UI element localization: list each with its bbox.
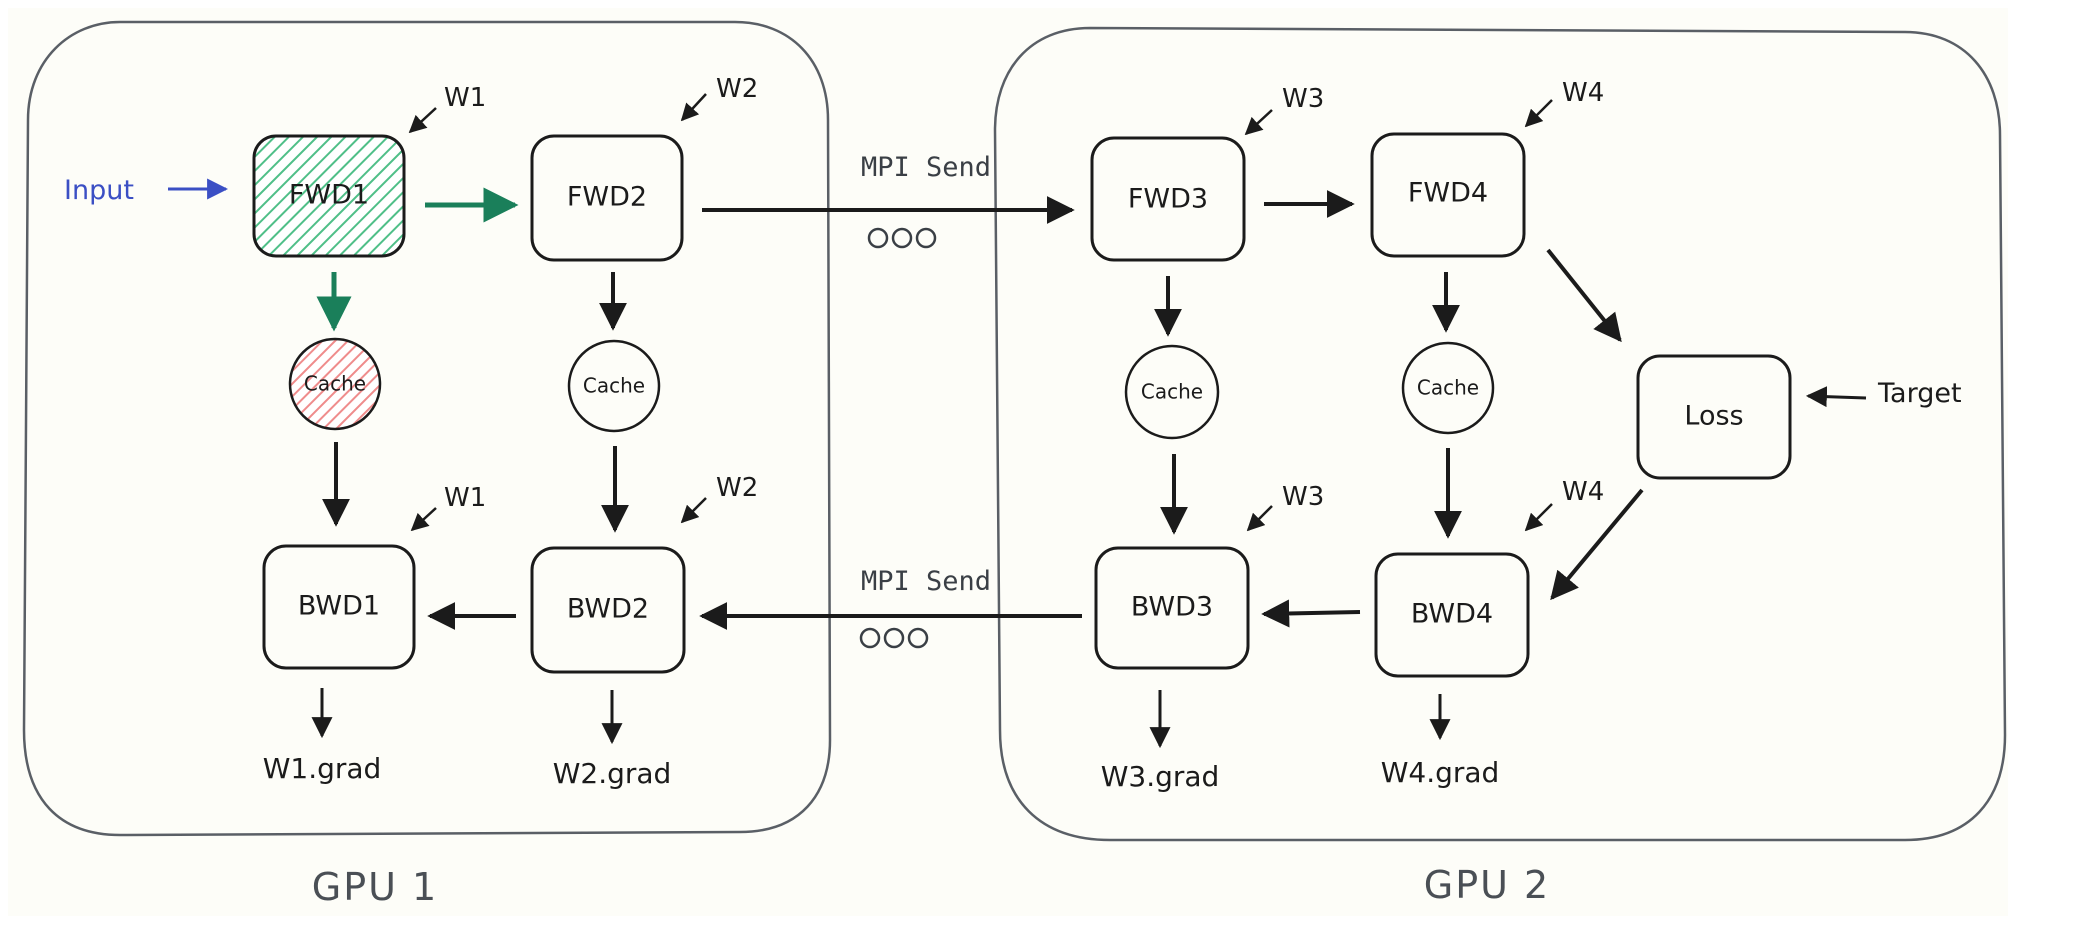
fwd2-node: FWD2: [530, 134, 684, 262]
w1-fwd-pointer: [408, 107, 437, 134]
loss-label: Loss: [1684, 401, 1743, 432]
bwd1-label: BWD1: [298, 591, 380, 622]
mpi-send-forward-label: MPI Send: [861, 152, 991, 183]
ellipsis-icon: [859, 627, 929, 649]
w3-grad-label: W3.grad: [1101, 760, 1220, 793]
bwd3-label: BWD3: [1131, 592, 1213, 623]
bwd3-node: BWD3: [1094, 546, 1250, 670]
w4-grad-label: W4.grad: [1381, 756, 1500, 789]
w1-fwd-label: W1: [444, 83, 486, 113]
fwd4-label: FWD4: [1408, 178, 1488, 209]
target-to-loss-arrow: [1805, 386, 1867, 408]
cache-2-label: Cache: [583, 374, 645, 398]
cache-4: Cache: [1401, 341, 1495, 435]
target-label: Target: [1877, 378, 1962, 409]
w4-fwd-label: W4: [1562, 78, 1604, 108]
bwd2-node: BWD2: [530, 546, 686, 674]
cache-3: Cache: [1124, 344, 1220, 440]
w3-bwd-pointer: [1246, 505, 1273, 532]
w2-grad-label: W2.grad: [553, 757, 672, 790]
fwd1-node: FWD1: [252, 134, 406, 258]
fwd4-node: FWD4: [1370, 132, 1526, 258]
cache-1-label: Cache: [304, 372, 366, 396]
fwd3-label: FWD3: [1128, 184, 1208, 215]
w4-fwd-pointer: [1524, 99, 1553, 128]
gpu1-label: GPU 1: [312, 865, 438, 909]
w2-bwd-label: W2: [716, 473, 758, 503]
w4-bwd-pointer: [1524, 503, 1553, 532]
w4-bwd-label: W4: [1562, 477, 1604, 507]
w1-grad-label: W1.grad: [263, 752, 382, 785]
ellipsis-icon: [867, 227, 937, 249]
mpi-send-backward-label: MPI Send: [861, 566, 991, 597]
gpu1-panel: [22, 20, 832, 837]
bwd2-label: BWD2: [567, 594, 649, 625]
cache-4-label: Cache: [1417, 376, 1479, 400]
fwd4-to-loss-arrow: [1546, 248, 1622, 343]
w1-bwd-pointer: [410, 507, 437, 532]
loss-node: Loss: [1636, 354, 1792, 480]
w3-fwd-pointer: [1244, 109, 1273, 136]
w3-bwd-label: W3: [1282, 482, 1324, 512]
w2-bwd-pointer: [680, 497, 707, 524]
w1-bwd-label: W1: [444, 483, 486, 513]
fwd3-node: FWD3: [1090, 136, 1246, 262]
w3-fwd-label: W3: [1282, 84, 1324, 114]
bwd4-to-bwd3-arrow: [1261, 599, 1361, 628]
input-label: Input: [64, 175, 134, 206]
bwd4-label: BWD4: [1411, 599, 1493, 630]
cache-3-label: Cache: [1141, 380, 1203, 404]
gpu2-panel: [993, 26, 2007, 842]
gpu2-label: GPU 2: [1424, 863, 1550, 907]
fwd1-label: FWD1: [289, 180, 369, 211]
w2-fwd-pointer: [680, 93, 707, 122]
bwd4-node: BWD4: [1374, 552, 1530, 678]
bwd1-node: BWD1: [262, 544, 416, 670]
cache-2: Cache: [567, 339, 661, 433]
cache-1: Cache: [288, 337, 382, 431]
w2-fwd-label: W2: [716, 74, 758, 104]
fwd2-label: FWD2: [567, 182, 647, 213]
loss-to-bwd4-arrow: [1550, 488, 1644, 601]
